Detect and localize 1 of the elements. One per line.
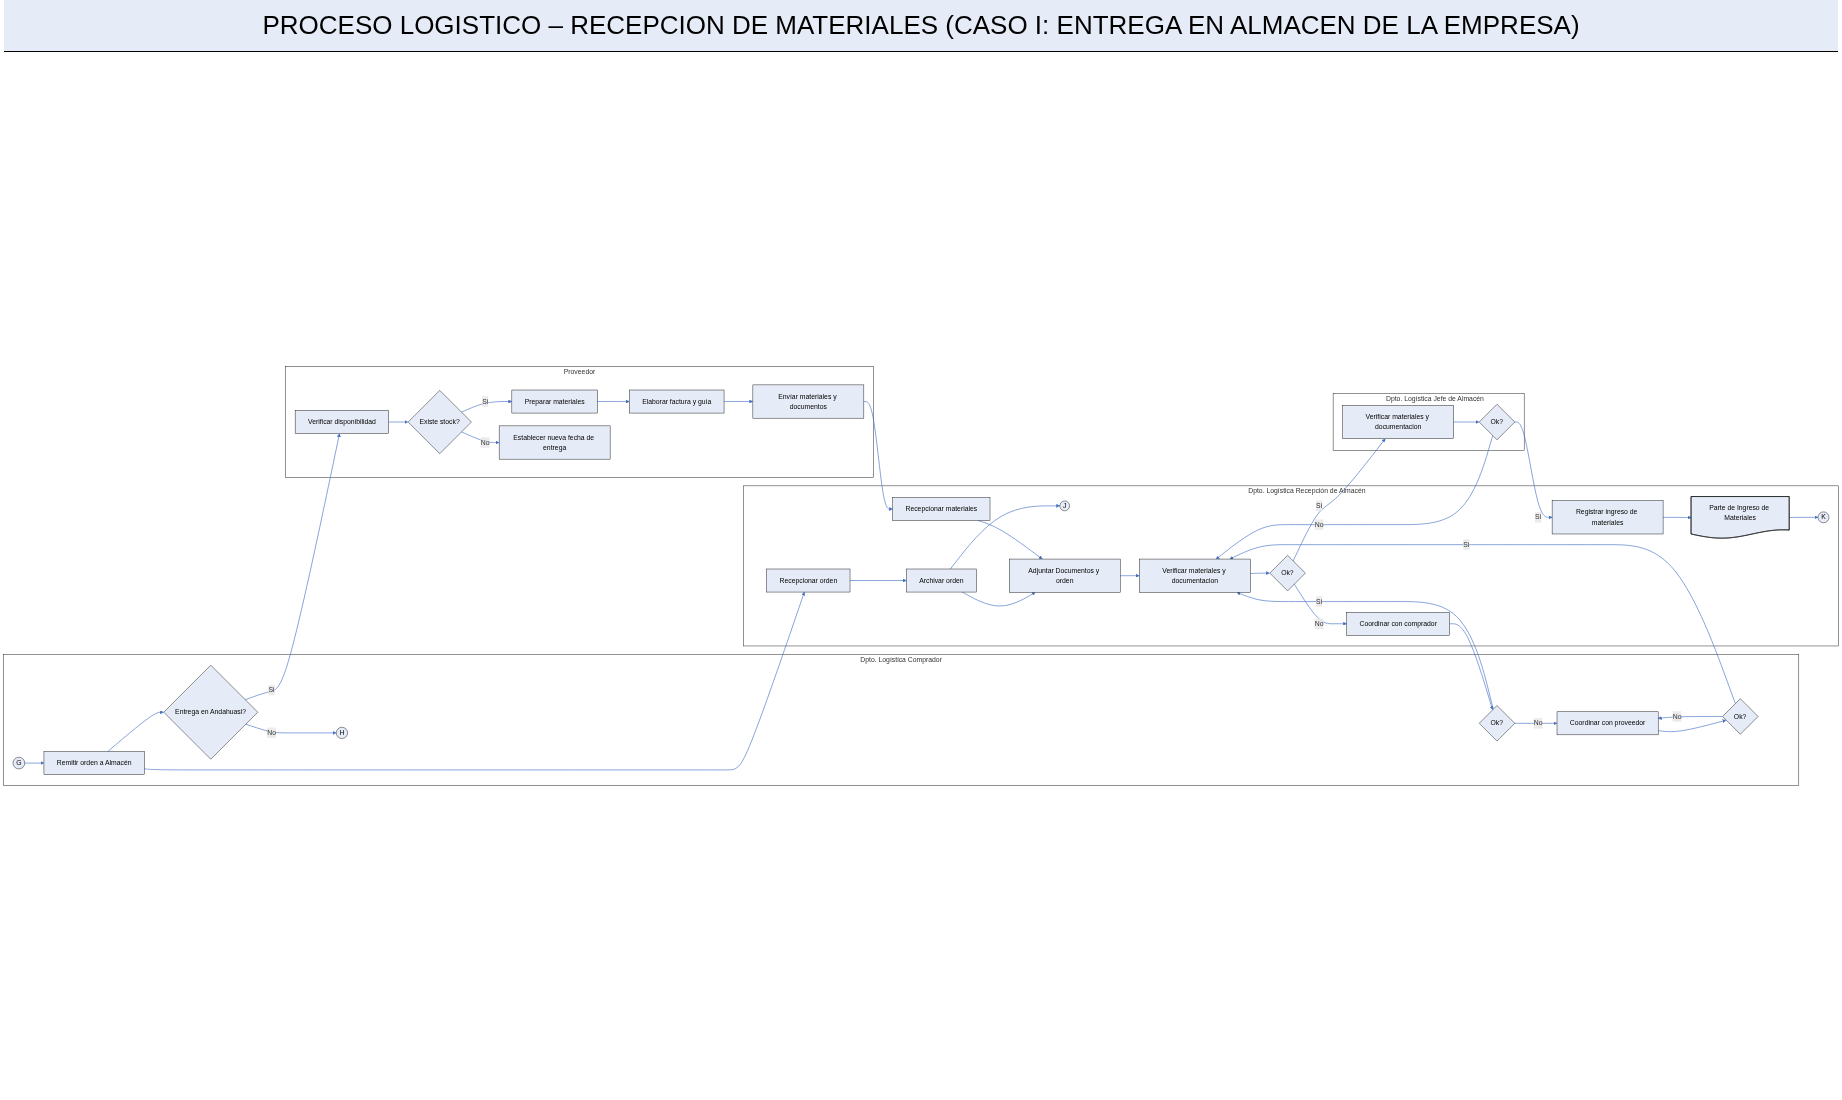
diagram-title: PROCESO LOGISTICO – RECEPCION DE MATERIALES (CASO I: ENTREGA EN ALMACEN DE LA EMPRESA)	[4, 0, 1838, 52]
